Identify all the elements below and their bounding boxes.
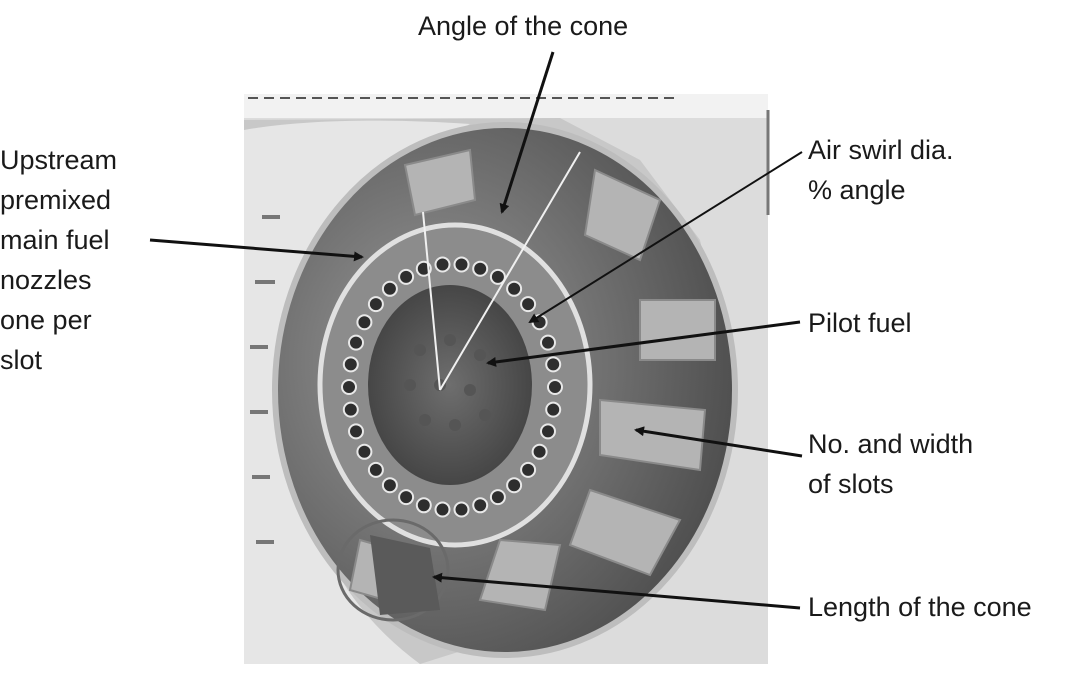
swirl-hole (381, 477, 398, 494)
swirl-hole (531, 314, 548, 331)
swirl-hole (520, 461, 537, 478)
swirl-hole (540, 334, 556, 351)
swirl-hole (531, 443, 548, 460)
label-upstream-nozzles: Upstream premixed main fuel nozzles one … (0, 140, 117, 380)
swirl-hole (341, 379, 357, 395)
upstream-line-4: nozzles (0, 265, 92, 295)
slots-line-2: of slots (808, 469, 894, 499)
slots-line-1: No. and width (808, 429, 974, 459)
swirl-hole (545, 356, 562, 373)
casing-bolts (250, 215, 280, 544)
swirl-hole (367, 296, 384, 313)
swirl-hole (540, 423, 556, 440)
swirl-hole (520, 296, 537, 313)
swirl-hole (547, 379, 563, 395)
upstream-line-1: Upstream (0, 145, 118, 175)
swirl-hole (506, 477, 523, 494)
swirl-hole (489, 268, 506, 285)
swirl-hole (342, 356, 359, 373)
label-slots: No. and width of slots (808, 424, 973, 504)
swirl-hole (434, 256, 451, 273)
upstream-line-5: one per (0, 305, 92, 335)
swirl-hole (398, 268, 415, 285)
air-swirl-line-2: % angle (808, 175, 906, 205)
swirl-hole (472, 260, 489, 277)
swirl-hole (356, 314, 373, 331)
swirl-hole (472, 497, 489, 514)
swirl-hole (381, 280, 398, 297)
label-pilot-fuel: Pilot fuel (808, 308, 912, 338)
pilot-core (368, 285, 532, 485)
pipe-loop (336, 518, 450, 622)
swirl-hole (415, 497, 432, 514)
upstream-line-6: slot (0, 345, 43, 375)
swirl-hole (453, 256, 470, 273)
swirl-hole (348, 334, 364, 351)
swirl-hole (545, 401, 562, 418)
swirl-hole (356, 443, 373, 460)
label-length-of-cone: Length of the cone (808, 592, 1032, 622)
swirl-hole (453, 501, 470, 518)
pilot-core-dots (404, 334, 491, 431)
cone-angle-line-vertical (422, 211, 441, 391)
swirl-hole (367, 461, 384, 478)
swirl-hole (506, 280, 523, 297)
label-air-swirl: Air swirl dia. % angle (808, 130, 954, 210)
upstream-line-2: premixed (0, 185, 112, 215)
swirl-hole (489, 489, 506, 506)
air-swirl-line-1: Air swirl dia. (808, 135, 954, 165)
pipe-block (370, 535, 440, 615)
swirl-hole (434, 501, 451, 518)
label-angle-of-cone: Angle of the cone (418, 11, 629, 41)
upstream-line-3: main fuel (0, 225, 110, 255)
swirl-hole (348, 423, 364, 440)
swirl-hole (398, 489, 415, 506)
swirl-hole (342, 401, 359, 418)
